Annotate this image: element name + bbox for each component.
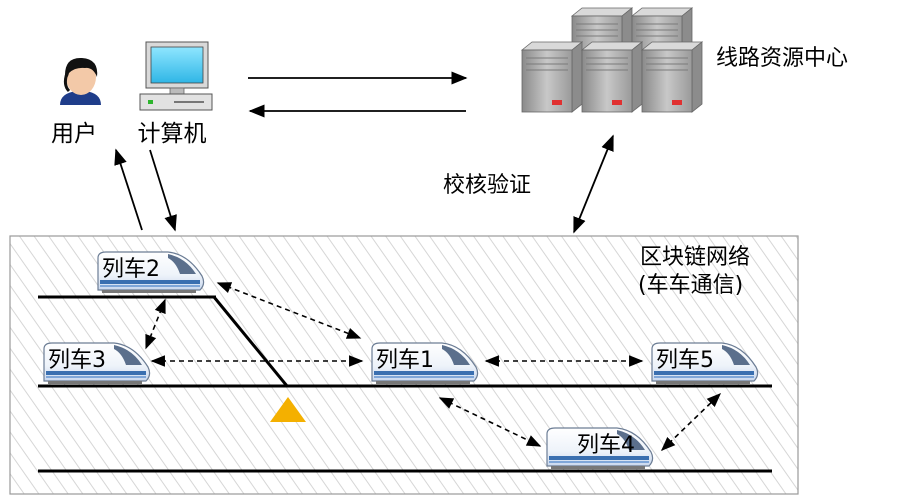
link-train1-train4 [438,397,542,447]
server-center-label: 线路资源中心 [716,46,848,71]
link-train2-train1 [216,282,362,339]
user-label: 用户 [51,121,97,147]
computer-to-network-arrow [149,149,177,232]
computer-label: 计算机 [138,121,207,147]
train-label: 列车2 [102,257,160,282]
train-5: 列车5 [651,342,759,385]
network-to-user-arrow [114,148,143,231]
train-3: 列车3 [43,342,151,385]
train-label: 列车1 [376,348,434,373]
user-icon [60,57,101,105]
computer-server-arrows [248,71,468,118]
network-title: 区块链网络 [640,245,750,270]
verify-label: 校核验证 [443,173,531,198]
server-cluster-icon [521,7,703,113]
train-label: 列车4 [577,433,635,458]
verify-arrow [573,134,614,234]
train-1: 列车1 [371,342,479,385]
train-label: 列车3 [48,348,106,373]
link-train4-train5 [660,392,722,452]
network-subtitle: (车车通信) [638,273,743,298]
train-4: 列车4 [546,427,654,470]
signal-triangle [270,397,306,422]
train-2: 列车2 [97,251,205,294]
train-label: 列车5 [656,348,714,373]
train-communication-links [145,282,722,452]
computer-icon [139,41,213,111]
